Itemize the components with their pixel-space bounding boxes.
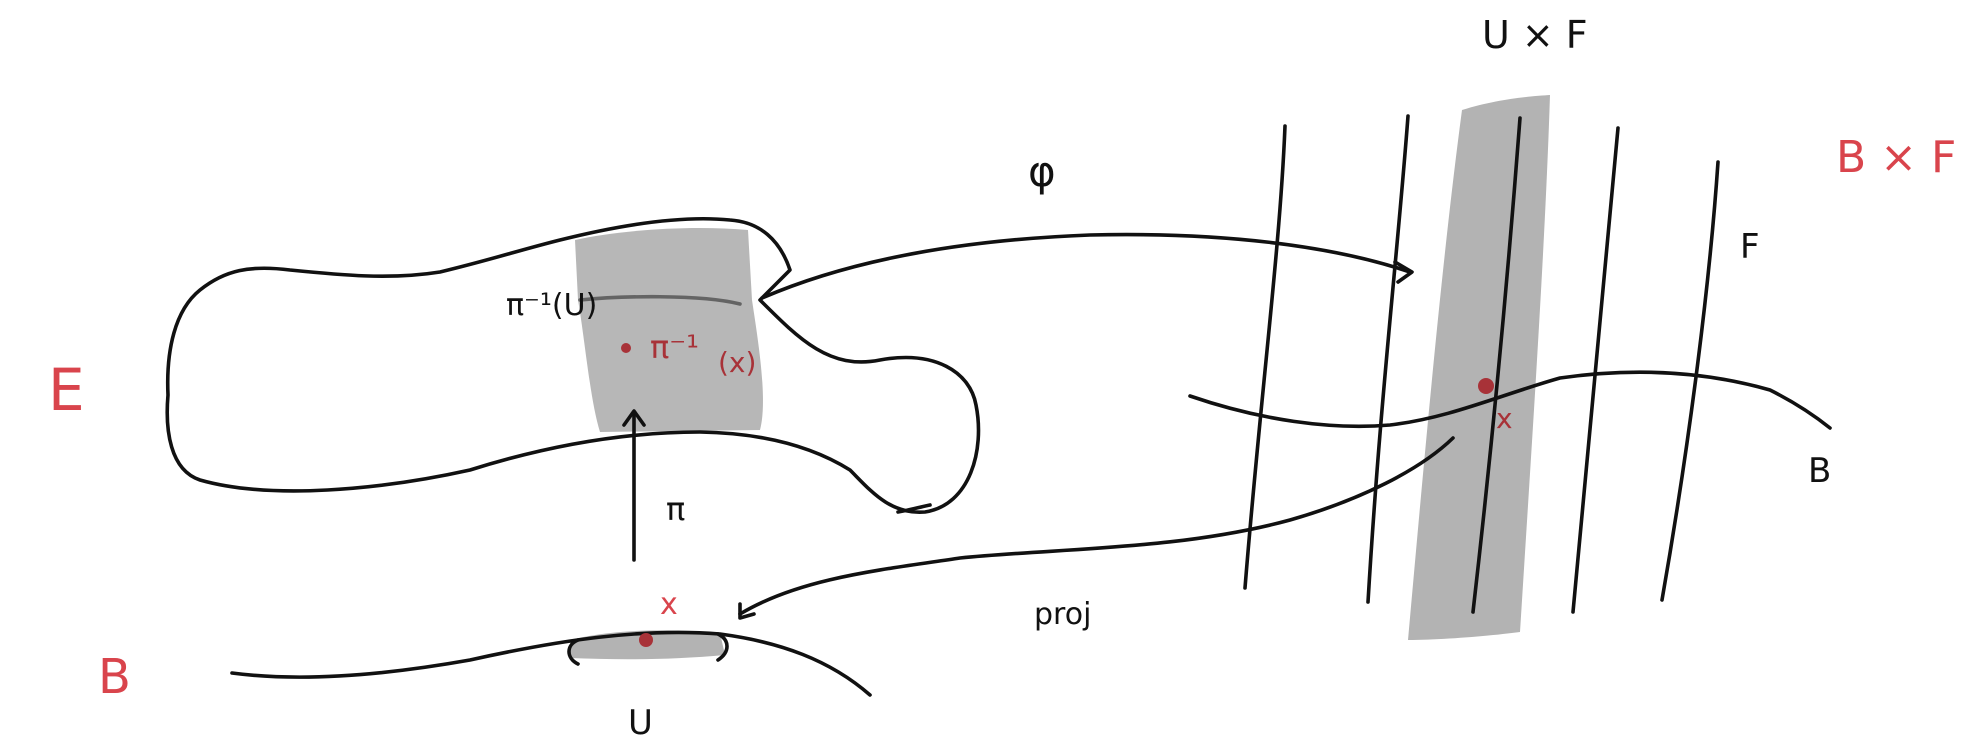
fiber-line	[1571, 126, 1620, 614]
preimage-point-dot	[621, 343, 631, 353]
product-top-label: U × F	[1482, 13, 1588, 57]
total-space-tail	[896, 503, 932, 514]
open-set-label: U	[628, 703, 653, 743]
total-space-region	[165, 216, 981, 514]
preimage-point-arg-label: (x)	[718, 346, 756, 379]
proj-arrow	[738, 436, 1455, 620]
fiber-line	[1366, 114, 1410, 604]
phi-label: φ	[1028, 147, 1056, 196]
preimage-point-label: π⁻¹	[650, 328, 699, 366]
fiber-lines	[1243, 114, 1720, 614]
base-point-dot	[639, 633, 653, 647]
total-space-label: E	[48, 356, 85, 424]
open-set-right-bracket	[716, 632, 729, 662]
product-shaded-strip	[1408, 95, 1550, 640]
projection-arrow	[622, 409, 646, 562]
phi-arrow	[760, 232, 1414, 300]
preimage-open-label: π⁻¹(U)	[506, 288, 597, 323]
preimage-dashed-edge	[578, 294, 742, 306]
open-set-left-bracket	[567, 638, 580, 666]
preimage-shaded-region	[575, 228, 763, 432]
product-global-label: B × F	[1836, 132, 1956, 183]
base-left-label: B	[98, 649, 131, 705]
fiber-label: F	[1740, 227, 1760, 267]
base-space-left	[230, 630, 872, 697]
base-point-x-label: x	[660, 587, 678, 622]
total-space-outline	[165, 216, 981, 514]
base-curve-left	[230, 630, 872, 697]
base-right-label: B	[1808, 451, 1831, 491]
base-curve-right	[1188, 370, 1832, 430]
fiber-line	[1243, 124, 1287, 590]
fiber-line	[1660, 160, 1720, 602]
projection-label: π	[666, 490, 685, 528]
fiber-line	[1471, 116, 1522, 614]
product-point-x-label: x	[1496, 402, 1513, 435]
product-point-dot	[1478, 378, 1494, 394]
proj-label: proj	[1034, 597, 1091, 632]
